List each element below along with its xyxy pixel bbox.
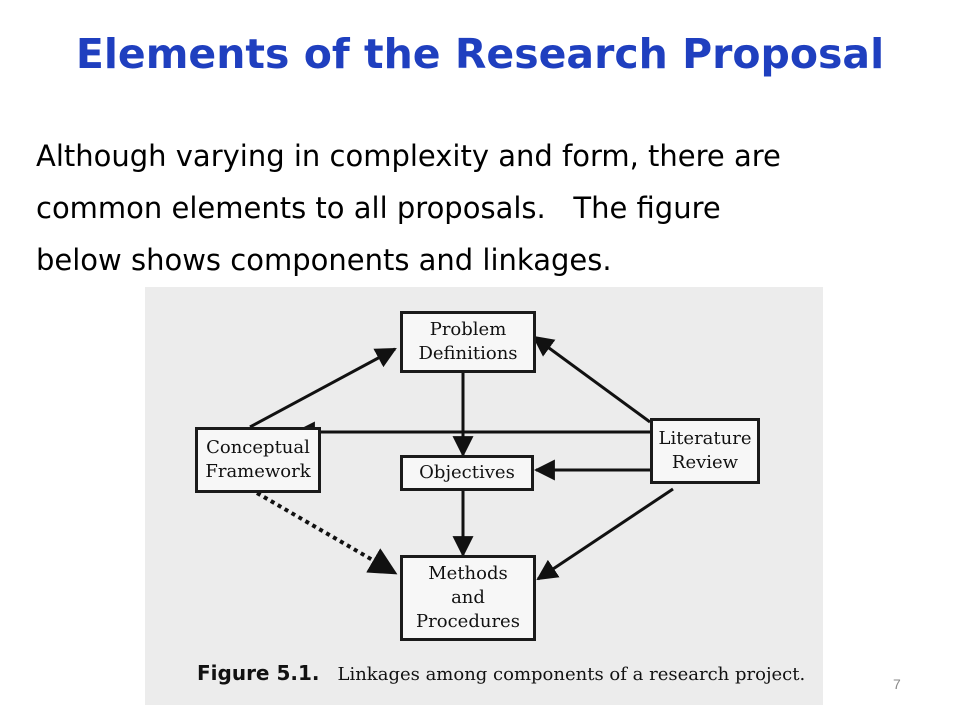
arrow-literature-to-methods [536,487,674,581]
body-line: common elements to all proposals. The fi… [36,191,721,225]
figure-caption-label: Figure 5.1. [197,661,320,685]
node-problem-definitions: Problem Definitions [400,311,536,373]
arrow-literature-to-problem [532,335,651,424]
node-literature-review: Literature Review [650,418,760,484]
page-number: 7 [893,676,901,692]
node-methods-procedures: Methods and Procedures [400,555,536,641]
figure-caption-text: Linkages among components of a research … [337,664,806,685]
arrow-conceptual-to-problem [249,347,397,429]
slide-body-text: Although varying in complexity and form,… [36,130,936,286]
linkage-diagram: Problem Definitions Conceptual Framework… [145,287,823,705]
body-line: below shows components and linkages. [36,243,612,277]
slide-title: Elements of the Research Proposal [75,30,885,78]
node-conceptual-framework: Conceptual Framework [195,427,321,493]
node-objectives: Objectives [400,455,534,491]
figure-caption: Figure 5.1. Linkages among components of … [197,661,805,685]
body-line: Although varying in complexity and form,… [36,139,781,173]
diagram-connectors [249,335,674,581]
dotted-arrow-conceptual-to-methods [255,491,398,575]
